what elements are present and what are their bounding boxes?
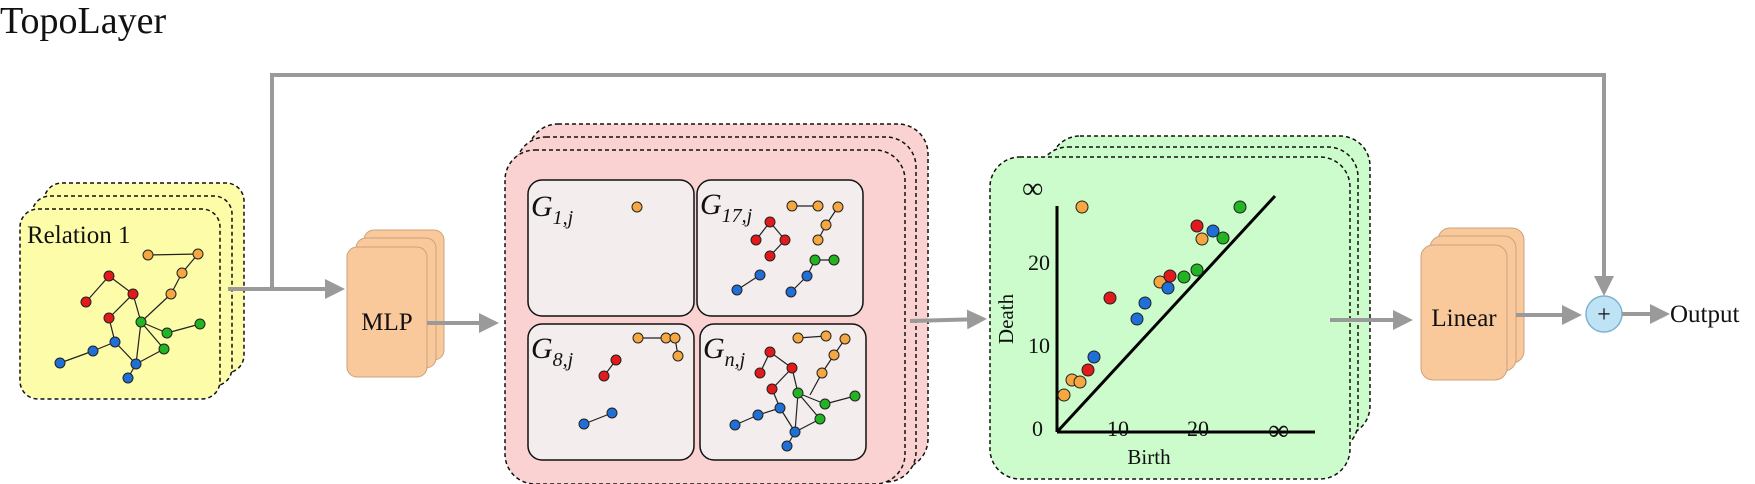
persistence-points (1057, 200, 1247, 402)
y-tick-20: 20 (1028, 250, 1050, 275)
skip-connection (270, 73, 1614, 296)
diagonal-line (1055, 194, 1277, 434)
origin-label: 0 (1032, 416, 1043, 441)
subgraph-cell-g17: G17,j (696, 179, 864, 317)
y-infinity-label: ∞ (1022, 172, 1043, 205)
x-tick-10: 10 (1107, 416, 1129, 441)
x-infinity-label: ∞ (1268, 414, 1289, 447)
x-axis-title: Birth (1127, 445, 1171, 469)
subgraph-label-g8: G8,j (531, 332, 574, 371)
x-tick-20: 20 (1187, 416, 1209, 441)
relation-label: Relation 1 (27, 222, 130, 249)
diagram-title: TopoLayer (0, 0, 167, 42)
sum-node: + (1585, 295, 1623, 333)
subgraph-cell-gn: Gn,j (699, 323, 867, 461)
subgraph-label-gn: Gn,j (703, 332, 746, 371)
persistence-diagram: ∞ ∞ 0 10 20 10 20 Birth Death (994, 172, 1315, 469)
y-tick-10: 10 (1028, 333, 1050, 358)
output-label: Output (1670, 301, 1740, 328)
relation-graph (54, 248, 206, 384)
subgraph-label-g1: G1,j (531, 190, 574, 229)
subgraph-cell-g8: G8,j (527, 323, 695, 461)
linear-label: Linear (1431, 305, 1497, 332)
plus-icon: + (1597, 302, 1611, 328)
y-axis-title: Death (994, 293, 1018, 344)
arrow-subgraphs-to-diagram (909, 309, 987, 330)
subgraph-cell-g1: G1,j (527, 179, 695, 317)
subgraph-label-g17: G17,j (700, 188, 753, 227)
subgraph-stack: G1,j G17,j (504, 123, 929, 484)
relation-stack: Relation 1 (19, 182, 245, 400)
mlp-label: MLP (361, 309, 412, 336)
linear-block: Linear (1420, 227, 1525, 381)
mlp-block: MLP (346, 229, 445, 378)
persistence-stack: ∞ ∞ 0 10 20 10 20 Birth Death (989, 135, 1371, 480)
